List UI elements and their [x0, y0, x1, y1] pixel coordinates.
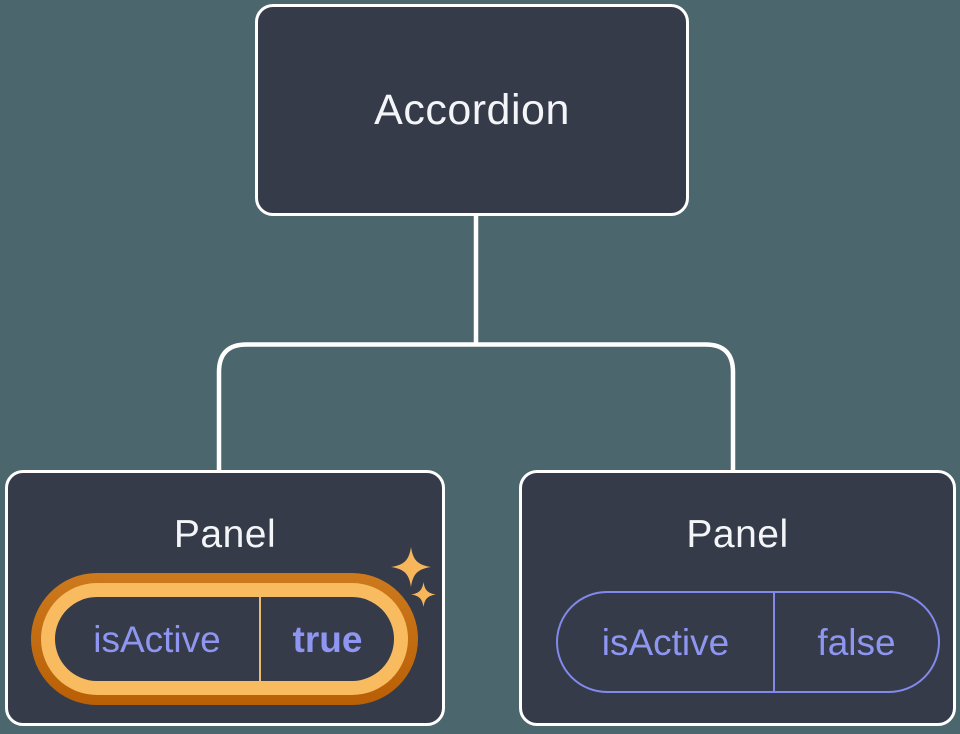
- sparkle-icon: [411, 582, 436, 607]
- panel-node-inactive: Panel isActive false: [519, 470, 956, 726]
- prop-divider: [259, 597, 261, 681]
- accordion-node: Accordion: [255, 4, 689, 216]
- prop-value: false: [817, 621, 896, 663]
- panel-node-active: Panel isActive true: [5, 470, 445, 726]
- panel-label: Panel: [173, 513, 277, 556]
- accordion-label: Accordion: [374, 85, 570, 134]
- panel-label: Panel: [686, 513, 789, 556]
- prop-value: true: [292, 618, 363, 660]
- prop-pill-highlighted: isActive true: [31, 573, 418, 705]
- prop-divider: [773, 593, 775, 691]
- prop-pill-plain: isActive false: [556, 591, 940, 693]
- prop-name: isActive: [601, 621, 730, 663]
- prop-pill-glow-band: isActive true: [41, 583, 408, 695]
- prop-pill-core: isActive true: [55, 597, 394, 681]
- connector-bracket: [216, 342, 736, 471]
- prop-name: isActive: [93, 618, 221, 660]
